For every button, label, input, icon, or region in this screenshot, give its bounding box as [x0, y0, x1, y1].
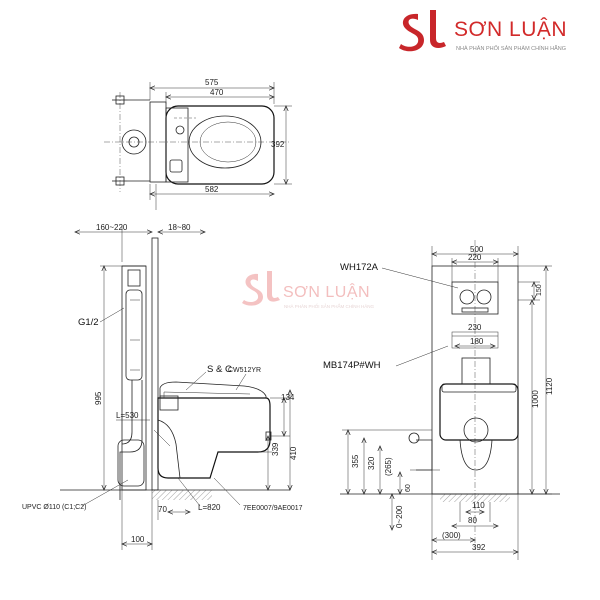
dim-134: 134 [281, 393, 295, 402]
top-view-bowl-outline [165, 105, 275, 185]
dim-410: 410 [289, 446, 298, 460]
dim-18-80: 18~80 [168, 223, 191, 232]
dim-160-220: 160~220 [96, 223, 128, 232]
dim-100: 100 [131, 535, 145, 544]
label-l530: L=530 [116, 411, 139, 420]
front-view-flush-plate [451, 281, 499, 315]
dim-300: (300) [442, 531, 461, 540]
dim-0-200: 0~200 [395, 505, 404, 528]
top-view-seat [188, 115, 262, 169]
dim-230: 230 [468, 323, 482, 332]
dim-150: 150 [536, 284, 543, 296]
dim-500: 500 [470, 245, 484, 254]
dim-70: 70 [158, 505, 167, 514]
side-view-drain-pipe [117, 439, 145, 487]
side-view-seat-lid [159, 381, 267, 398]
dim-320: 320 [367, 456, 376, 470]
dim-265: (265) [384, 457, 393, 476]
label-g12: G1/2 [78, 317, 99, 328]
top-view: 575 470 392 582 [104, 78, 292, 210]
label-upvc: UPVC Ø110 (C1;C2) [22, 504, 86, 511]
dim-582: 582 [205, 185, 219, 194]
dim-355: 355 [351, 454, 360, 468]
side-view-cistern [125, 289, 143, 381]
watermark-name: SƠN LUẬN [283, 282, 370, 301]
brand-tagline: NHÀ PHÂN PHỐI SẢN PHẨM CHÍNH HÃNG [456, 45, 566, 52]
label-sc: S & C [207, 364, 232, 375]
dim-180: 180 [470, 337, 484, 346]
watermark-tagline: NHÀ PHÂN PHỐI SẢN PHẨM CHÍNH HÃNG [284, 303, 375, 309]
watermark: SƠN LUẬN NHÀ PHÂN PHỐI SẢN PHẨM CHÍNH HÃ… [242, 271, 375, 309]
dim-995: 995 [94, 391, 103, 405]
label-cw512yr: CW512YR [228, 367, 261, 374]
dim-575: 575 [205, 78, 219, 87]
dim-110: 110 [472, 501, 485, 510]
dim-339: 339 [271, 442, 280, 456]
dim-80: 80 [468, 516, 477, 525]
dim-392: 392 [271, 140, 285, 149]
dim-470: 470 [210, 88, 224, 97]
dim-1000: 1000 [531, 390, 540, 408]
dim-1120: 1120 [545, 377, 554, 395]
brand-logo: SƠN LUẬN NHÀ PHÂN PHỐI SẢN PHẨM CHÍNH HÃ… [399, 10, 567, 52]
top-view-bolts [112, 95, 150, 186]
side-view: 160~220 18~80 G1/2 995 L=530 UPVC Ø110 (… [22, 223, 303, 550]
label-l820: L=820 [198, 503, 221, 512]
front-view: 500 220 WH172A 150 230 180 MB174P#WH 355 [323, 240, 560, 560]
brand-logo-mark-l [430, 10, 446, 48]
brand-name: SƠN LUẬN [454, 18, 567, 41]
dim-220: 220 [468, 253, 482, 262]
dim-392-front: 392 [472, 543, 486, 552]
side-view-toilet-body [157, 397, 271, 479]
dim-60: 60 [405, 484, 412, 492]
label-mb174p: MB174P#WH [323, 360, 381, 371]
label-wh172a: WH172A [340, 262, 379, 273]
label-part-number: 7EE0007/9AE0017 [243, 505, 303, 512]
brand-logo-mark [399, 13, 424, 52]
side-view-wall [151, 237, 159, 491]
